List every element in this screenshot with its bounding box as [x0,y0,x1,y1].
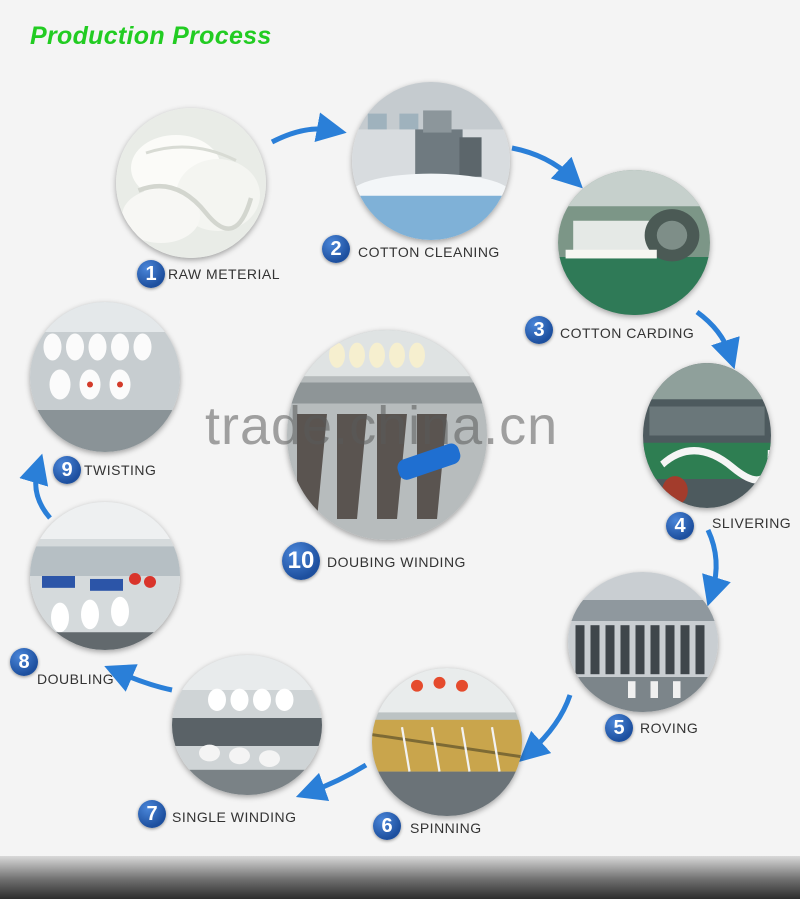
step-2-badge: 2 [322,235,350,263]
spinning-photo [372,668,522,816]
page-title: Production Process [30,22,272,50]
arrow-2-3 [511,145,583,189]
step-10-label: DOUBING WINDING [327,554,466,570]
step-5-label: ROVING [640,720,699,736]
step-6-label: SPINNING [410,820,482,836]
arrow-7-8 [104,664,173,693]
step-4-badge: 4 [666,512,694,540]
arrow-6-7 [295,762,368,802]
arrow-8-9 [19,453,52,520]
arrow-3-4 [695,309,740,370]
step-6-badge: 6 [373,812,401,840]
step-3-badge: 3 [525,316,553,344]
watermark: trade.china.cn [205,396,559,456]
raw-material-photo [116,108,266,258]
step-3-label: COTTON CARDING [560,325,695,341]
slivering-photo [643,363,771,508]
step-9-badge: 9 [53,456,81,484]
single-winding-photo [172,655,322,795]
cotton-cleaning-photo [352,82,510,240]
doubling-photo [30,502,180,650]
step-4-label: SLIVERING [712,515,792,531]
step-2-label: COTTON CLEANING [358,244,500,260]
footer-shadow-band [0,856,800,899]
step-9-label: TWISTING [84,462,157,478]
cotton-carding-photo [558,170,710,315]
step-1-label: RAW METERIAL [168,266,281,282]
roving-photo [568,572,718,712]
arrow-4-5 [702,528,731,607]
step-7-badge: 7 [138,800,166,828]
step-8-badge: 8 [10,648,38,676]
step-5-badge: 5 [605,714,633,742]
step-10-badge: 10 [282,542,320,580]
arrow-5-6 [518,694,573,763]
step-7-label: SINGLE WINDING [172,809,297,825]
step-1-badge: 1 [137,260,165,288]
twisting-photo [30,302,180,452]
step-8-label: DOUBLING [37,671,115,687]
arrow-1-2 [270,112,347,145]
